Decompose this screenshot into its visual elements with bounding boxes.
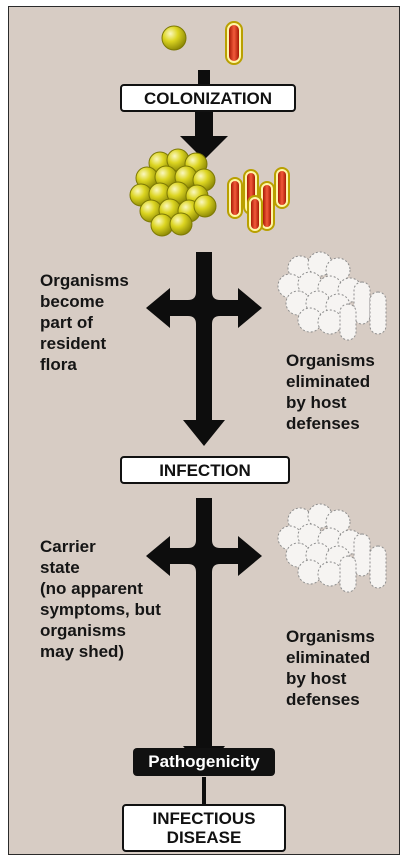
eliminated-note-1: Organisms eliminated by host defenses <box>286 350 375 434</box>
note-line: defenses <box>286 413 375 434</box>
note-line: by host <box>286 392 375 413</box>
pathogenicity-stage: Pathogenicity <box>133 748 275 776</box>
infectious-disease-line-2: DISEASE <box>153 828 256 847</box>
eliminated-organisms-icon <box>278 504 386 592</box>
carrier-state-note: Carrier state (no apparent symptoms, but… <box>40 536 161 662</box>
note-line: Organisms <box>286 350 375 371</box>
note-line: symptoms, but <box>40 599 161 620</box>
branch-arrow-icon <box>146 498 262 772</box>
colonization-label: COLONIZATION <box>144 89 272 108</box>
bacilli-cluster-icon <box>228 168 289 232</box>
coccus-icon <box>162 26 186 50</box>
note-line: eliminated <box>286 371 375 392</box>
note-line: may shed) <box>40 641 161 662</box>
note-line: Carrier <box>40 536 161 557</box>
note-line: Organisms <box>40 270 129 291</box>
note-line: eliminated <box>286 647 375 668</box>
eliminated-note-2: Organisms eliminated by host defenses <box>286 626 375 710</box>
infectious-disease-line-1: INFECTIOUS <box>153 809 256 828</box>
branch-arrow-icon <box>146 252 262 446</box>
note-line: by host <box>286 668 375 689</box>
note-line: resident <box>40 333 129 354</box>
pathogenicity-label: Pathogenicity <box>148 752 259 772</box>
coccus-cluster-icon <box>130 149 216 236</box>
note-line: become <box>40 291 129 312</box>
note-line: organisms <box>40 620 161 641</box>
eliminated-organisms-icon <box>278 252 386 340</box>
note-line: part of <box>40 312 129 333</box>
note-line: flora <box>40 354 129 375</box>
colonization-stage: COLONIZATION <box>120 84 296 112</box>
note-line: (no apparent <box>40 578 161 599</box>
resident-flora-note: Organisms become part of resident flora <box>40 270 129 375</box>
note-line: Organisms <box>286 626 375 647</box>
connector-line <box>202 777 206 805</box>
note-line: state <box>40 557 161 578</box>
infection-stage: INFECTION <box>120 456 290 484</box>
infectious-disease-stage: INFECTIOUS DISEASE <box>122 804 286 852</box>
infection-label: INFECTION <box>159 461 251 480</box>
note-line: defenses <box>286 689 375 710</box>
arrow-down-icon <box>180 110 228 160</box>
bacillus-icon <box>229 25 239 61</box>
